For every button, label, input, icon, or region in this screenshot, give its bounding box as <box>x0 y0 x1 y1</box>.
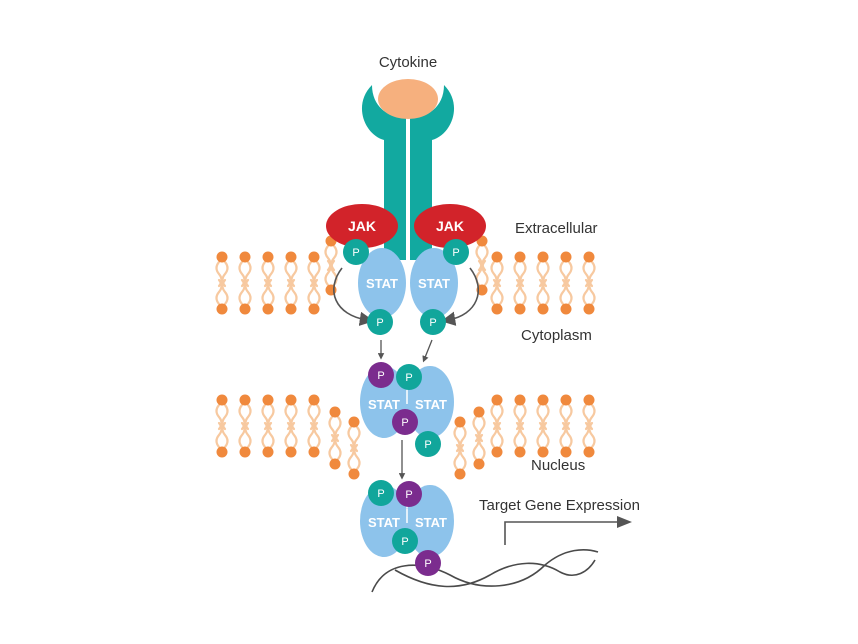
phosphate-stat-right: P <box>420 309 446 335</box>
phosphate-dimer-teal-top: P <box>396 364 422 390</box>
dna-strand-2 <box>394 559 596 588</box>
receptor-left-arm <box>361 85 406 260</box>
svg-text:P: P <box>401 536 408 548</box>
phosphate-jak-left: P <box>343 239 369 265</box>
svg-text:P: P <box>376 317 383 329</box>
stat-right-inactive: STAT <box>410 248 458 318</box>
target-gene-expression-label: Target Gene Expression <box>479 497 640 514</box>
stat-dimer-right-label: STAT <box>415 397 447 412</box>
svg-text:P: P <box>429 317 436 329</box>
stat-dna-left-label: STAT <box>368 515 400 530</box>
transcription-arrow <box>504 521 620 545</box>
arrow-to-dimer-right <box>422 339 433 363</box>
svg-text:P: P <box>452 247 459 259</box>
svg-text:P: P <box>405 372 412 384</box>
jak-right: JAK <box>414 204 486 248</box>
cytokine-ligand <box>378 79 438 119</box>
nuclear-membrane <box>215 394 596 480</box>
dna-strand-1 <box>371 549 599 593</box>
cytoplasm-label: Cytoplasm <box>521 327 592 344</box>
svg-text:P: P <box>377 488 384 500</box>
extracellular-label: Extracellular <box>515 220 598 237</box>
phosphate-dna-purple-top: P <box>396 481 422 507</box>
stat-left-label: STAT <box>366 276 398 291</box>
stat-dimer-left-label: STAT <box>368 397 400 412</box>
nucleus-label: Nucleus <box>531 457 585 474</box>
stat-left-inactive: STAT <box>358 248 406 318</box>
cytokine-label: Cytokine <box>379 54 437 71</box>
stat-dna-right-label: STAT <box>415 515 447 530</box>
phosphate-dimer-teal-bottom: P <box>415 431 441 457</box>
phosphate-dna-teal-mid: P <box>392 528 418 554</box>
stat-right-label: STAT <box>418 276 450 291</box>
transcription-arrowhead <box>617 516 632 528</box>
svg-text:P: P <box>352 247 359 259</box>
phosphorylation-arrow-left <box>333 267 375 326</box>
svg-text:P: P <box>401 417 408 429</box>
plasma-membrane <box>215 235 596 315</box>
svg-text:P: P <box>377 370 384 382</box>
phosphate-dna-teal-top: P <box>368 480 394 506</box>
phosphate-dimer-purple-top: P <box>368 362 394 388</box>
phosphate-dimer-purple-mid: P <box>392 409 418 435</box>
jak-left-label: JAK <box>348 218 376 234</box>
jak-left: JAK <box>326 204 398 248</box>
jak-right-label: JAK <box>436 218 464 234</box>
svg-text:P: P <box>405 489 412 501</box>
phosphate-dna-purple-bottom: P <box>415 550 441 576</box>
phosphate-stat-left: P <box>367 309 393 335</box>
phosphate-jak-right: P <box>443 239 469 265</box>
phosphorylation-arrow-right <box>440 267 480 326</box>
svg-text:P: P <box>424 558 431 570</box>
svg-text:P: P <box>424 439 431 451</box>
